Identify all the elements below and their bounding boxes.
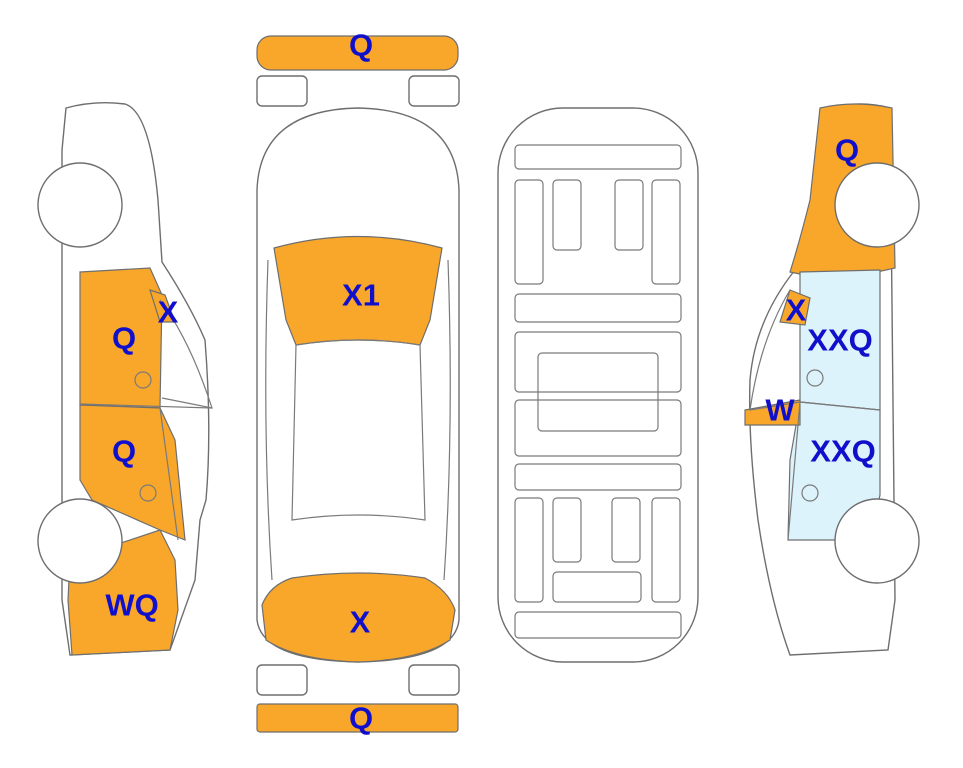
label-right-rear-door: XXQ	[810, 434, 875, 469]
left-front-door-handle	[134, 371, 152, 389]
right-front-wheel	[834, 162, 920, 248]
underside-panel-center	[537, 352, 659, 432]
underside-panel-rl	[514, 497, 544, 603]
front-bumper	[256, 35, 459, 71]
label-trunk: X	[350, 605, 371, 640]
top-view: Q X1 X Q	[256, 28, 460, 736]
left-front-wheel	[37, 498, 123, 584]
right-side-view: Q X XXQ W XXQ	[744, 103, 920, 656]
rear-right-taillight	[408, 664, 460, 696]
underside-panel-mid3	[514, 399, 682, 457]
right-a-pillar	[779, 289, 811, 326]
roof-outline	[291, 339, 426, 521]
left-rear-door	[79, 404, 186, 541]
underside-panel-mid1	[514, 293, 682, 323]
left-side-door-split	[79, 403, 213, 541]
right-rear-wheel	[834, 498, 920, 584]
right-side-door-split	[787, 401, 881, 541]
left-rear-door-handle	[139, 484, 157, 502]
rear-bumper	[256, 703, 459, 733]
front-right-headlight	[408, 75, 460, 107]
underside-panel-mid2	[514, 331, 682, 393]
underside-panel-r3	[552, 571, 642, 603]
right-rear-door-handle	[801, 484, 819, 502]
left-side-window-line	[159, 299, 213, 409]
underside-panel-rear	[514, 611, 682, 639]
label-right-fender: Q	[835, 133, 859, 168]
right-side-window-line	[749, 289, 801, 411]
label-rear-bumper: Q	[349, 701, 373, 736]
label-left-rear-door: Q	[112, 434, 136, 469]
left-rear-wheel	[37, 162, 123, 248]
underside-panel-r2	[611, 497, 641, 563]
underside-panel-mid4	[514, 463, 682, 491]
label-right-a-pillar: X	[786, 293, 807, 328]
underside-panel-fr	[651, 179, 681, 285]
right-front-door-handle	[806, 369, 824, 387]
label-left-front-door: Q	[112, 321, 136, 356]
underside-panel-f2	[614, 179, 644, 251]
left-side-view: X Q Q WQ	[37, 101, 213, 656]
label-front-bumper: Q	[349, 28, 373, 63]
underside-view	[497, 107, 699, 663]
underside-panel-rr	[651, 497, 681, 603]
rear-left-taillight	[256, 664, 308, 696]
underside-panel-r1	[552, 497, 582, 563]
underside-panel-f1	[552, 179, 582, 251]
label-right-front-door: XXQ	[807, 323, 872, 358]
left-front-door	[79, 267, 163, 409]
front-left-headlight	[256, 75, 308, 107]
top-side-lines	[265, 259, 451, 581]
label-right-mirror: W	[765, 393, 795, 428]
right-mirror-window	[744, 399, 801, 426]
underside-body	[497, 107, 699, 663]
underside-panel-front	[514, 144, 682, 170]
rear-window-trunk	[261, 572, 456, 663]
label-left-rear-quarter: WQ	[105, 588, 158, 623]
label-windshield: X1	[342, 278, 380, 313]
underside-panel-fl	[514, 179, 544, 285]
label-left-a-pillar: X	[158, 295, 179, 330]
